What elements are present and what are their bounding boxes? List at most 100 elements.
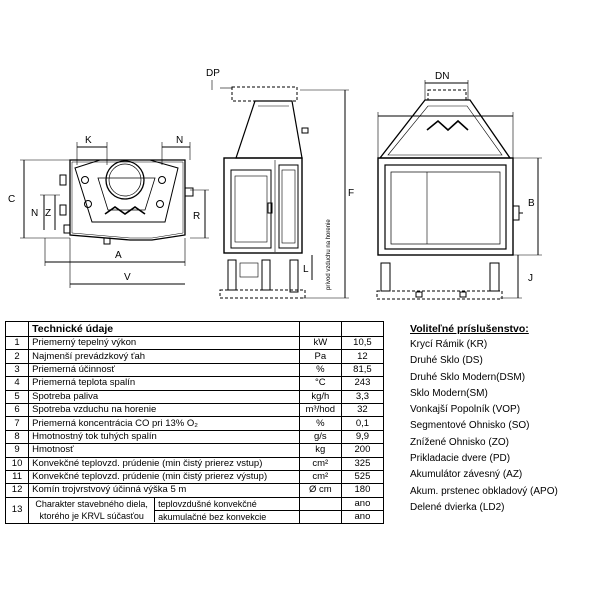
- list-item: Druhé Sklo (DS): [410, 355, 483, 367]
- spec-label: Priemerná koncentrácia CO pri 13% O₂: [28, 416, 300, 431]
- spec-number: 4: [4, 376, 30, 391]
- list-item: Vonkajší Popolník (VOP): [410, 404, 521, 416]
- dim-b-label: B: [528, 198, 535, 209]
- spec-value: 180: [340, 483, 385, 498]
- spec-value: 81,5: [340, 362, 385, 378]
- dim-z-label: Z: [45, 208, 51, 219]
- dim-a-label: A: [115, 250, 122, 261]
- spec-unit: kg/h: [298, 389, 342, 404]
- spec-unit: %: [298, 416, 342, 431]
- list-item: Segmentové Ohnisko (SO): [410, 420, 530, 432]
- side-view: DP F L prívod vzduchu n: [206, 68, 354, 299]
- dim-n-side-label: N: [31, 208, 38, 219]
- spec-number: 7: [4, 416, 30, 431]
- spec-number: 5: [4, 389, 30, 404]
- dim-r-label: R: [193, 211, 200, 222]
- spec-13-label-line1: Charakter stavebného diela,: [35, 499, 148, 510]
- spec-value: 32: [340, 402, 385, 418]
- dim-dn-label: DN: [435, 71, 449, 82]
- spec-number: 2: [4, 349, 30, 364]
- spec-13-value2: ano: [340, 509, 385, 524]
- technical-drawing: K N C N: [8, 68, 542, 300]
- spec-label: Priemerná teplota spalín: [28, 376, 300, 391]
- spec-label: Priemerná účinnosť: [28, 362, 300, 378]
- spec-label: Spotreba vzduchu na horenie: [28, 402, 300, 418]
- spec-label: Najmenší prevádzkový ťah: [28, 349, 300, 364]
- list-item: Akum. prstenec obkladový (APO): [410, 485, 558, 497]
- dim-f-label: F: [348, 188, 354, 199]
- spec-unit: kg: [298, 443, 342, 458]
- specs-title-row: Technické údaje: [4, 321, 385, 337]
- dim-j-label: J: [528, 273, 533, 284]
- table-row: ano: [6, 509, 385, 524]
- list-item: Akumulátor závesný (AZ): [410, 469, 523, 481]
- spec-number: 12: [4, 483, 30, 498]
- spec-label: Konvekčné teplovzd. prúdenie (min čistý …: [28, 469, 300, 485]
- list-item: Sklo Modern(SM): [410, 387, 488, 399]
- spec-13-value1: ano: [340, 496, 385, 511]
- dim-k-label: K: [85, 135, 92, 146]
- list-item: Krycí Rámik (KR): [410, 339, 488, 350]
- spec-13-option1: teplovzdušné konvekčné: [155, 498, 299, 512]
- spec-number: 8: [4, 429, 30, 445]
- spec-unit: °C: [298, 376, 342, 391]
- accessories-list: Krycí Rámik (KR) Druhé Sklo (DS) Druhé Skl…: [410, 337, 600, 516]
- spec-number: 1: [4, 335, 30, 351]
- spec-number: 10: [4, 456, 30, 471]
- list-item: Prikladacie dvere (PD): [410, 453, 511, 465]
- list-item: Znížené Ohnisko (ZO): [410, 436, 509, 448]
- list-item: Druhé Sklo Modern(DSM): [410, 371, 526, 383]
- spec-number: 11: [4, 469, 30, 485]
- spec-value: 243: [340, 376, 385, 391]
- spec-value: 3,3: [340, 389, 385, 404]
- specs-title-value-cell: [340, 321, 385, 337]
- spec-value: 12: [340, 349, 385, 364]
- spec-13-label-line2: ktorého je KRVL súčasťou: [39, 511, 144, 522]
- spec-value: 200: [340, 443, 385, 458]
- spec-unit: Pa: [298, 349, 342, 364]
- front-view: DN B J: [376, 71, 542, 300]
- spec-unit: cm²: [298, 456, 342, 471]
- spec-13-option2: akumulačné bez konvekcie: [158, 512, 267, 523]
- specs-title-number-cell: [4, 321, 30, 337]
- spec-label: Spotreba paliva: [28, 389, 300, 404]
- spec-unit: m³/hod: [298, 402, 342, 418]
- spec-label: Priemerný tepelný výkon: [28, 335, 300, 351]
- spec-label: Hmotnostný tok tuhých spalín: [28, 429, 300, 445]
- spec-label: Konvekčné teplovzd. prúdenie (min čistý …: [28, 456, 300, 471]
- spec-unit: cm²: [298, 469, 342, 485]
- dim-v-label: V: [124, 272, 131, 283]
- spec-unit: Ø cm: [298, 483, 342, 498]
- spec-value: 10,5: [340, 335, 385, 351]
- spec-number: 13: [4, 496, 30, 524]
- plan-view: K N C N: [8, 135, 209, 288]
- spec-value: 525: [340, 469, 385, 485]
- spec-number: 3: [4, 362, 30, 378]
- spec-number: 9: [4, 443, 30, 458]
- spec-value: 325: [340, 456, 385, 471]
- spec-value: 9,9: [340, 429, 385, 445]
- list-item: Delené dvierka (LD2): [410, 501, 505, 513]
- air-inlet-label: prívod vzduchu na horenie: [326, 219, 332, 290]
- dim-c-label: C: [8, 194, 15, 205]
- spec-label: Hmotnosť: [28, 443, 300, 458]
- specs-title-unit-cell: [298, 321, 342, 337]
- spec-value: 0,1: [340, 416, 385, 431]
- dim-l-label: L: [303, 264, 309, 275]
- spec-unit: %: [298, 362, 342, 378]
- optional-accessories: Voliteľné príslušenstvo: Krycí Rámik (KR…: [410, 322, 600, 516]
- spec-unit: kW: [298, 335, 342, 351]
- spec-label: Komín trojvrstvový účinná výška 5 m: [28, 483, 300, 498]
